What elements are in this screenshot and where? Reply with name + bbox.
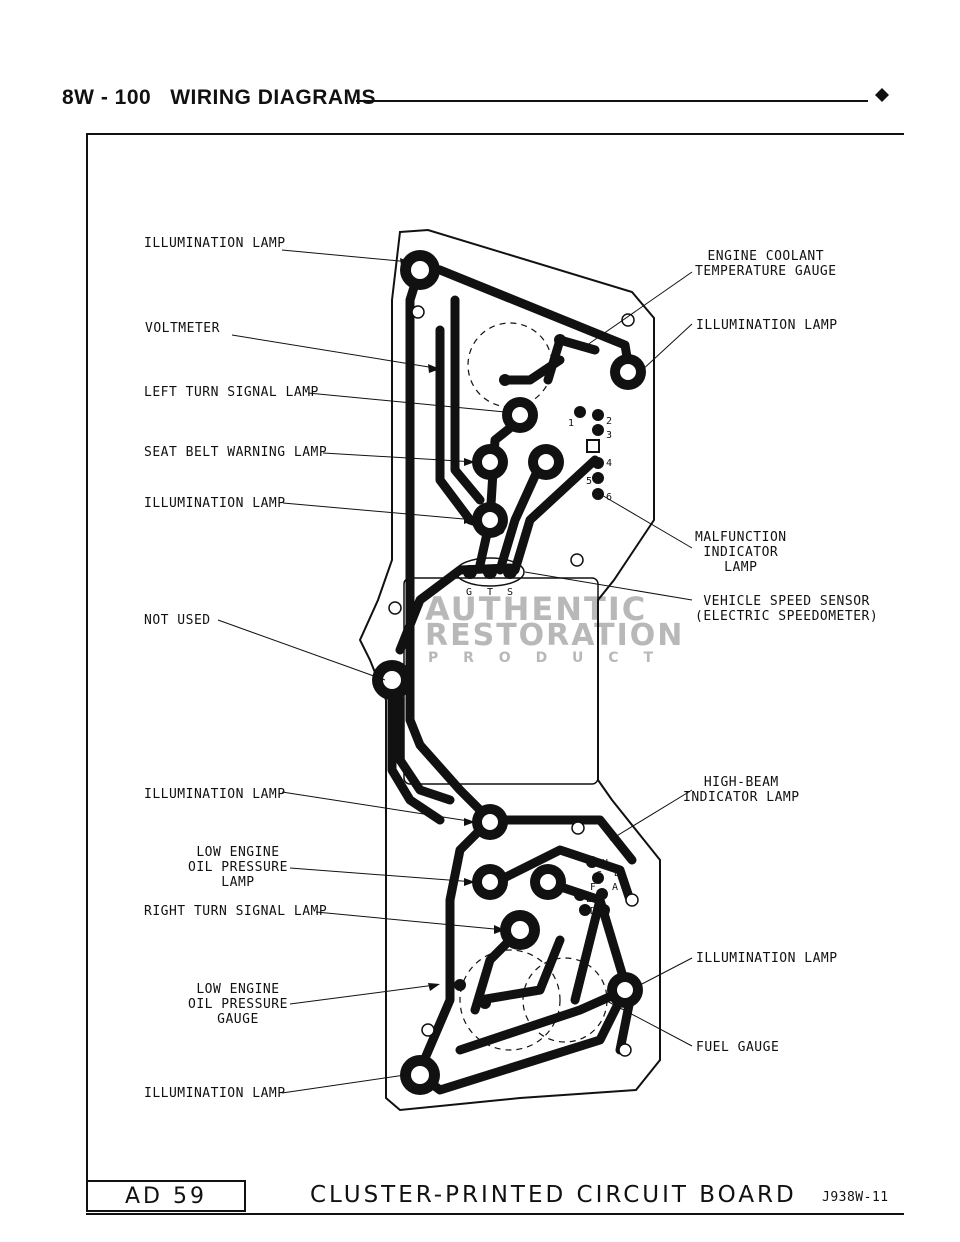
label-vehicle-speed-sensor: VEHICLE SPEED SENSOR (ELECTRIC SPEEDOMET… <box>695 594 879 624</box>
arrowheads <box>400 258 505 991</box>
vss-pin-s: S <box>507 587 514 598</box>
label-engine-coolant-temperature-gauge: ENGINE COOLANT TEMPERATURE GAUGE <box>695 249 837 279</box>
label-voltmeter: VOLTMETER <box>145 321 220 336</box>
label-fuel-gauge: FUEL GAUGE <box>696 1040 780 1055</box>
label-high-beam-indicator-lamp: HIGH-BEAM INDICATOR LAMP <box>683 775 800 805</box>
pin-label-2: 2 <box>606 416 613 427</box>
watermark-line2: RESTORATION <box>425 618 685 653</box>
label-malfunction-indicator-lamp: MALFUNCTION INDICATOR LAMP <box>695 530 787 575</box>
label-seat-belt-warning-lamp: SEAT BELT WARNING LAMP <box>144 445 328 460</box>
label-not-used: NOT USED <box>144 613 211 628</box>
diagram-title: CLUSTER-PRINTED CIRCUIT BOARD <box>310 1182 797 1208</box>
lower-pin-g: G <box>596 870 603 881</box>
watermark-line3: P R O D U C T <box>428 650 663 666</box>
lower-pin-b: B <box>614 868 621 879</box>
lower-pin-d: D <box>590 906 597 917</box>
frame-top-border <box>86 133 904 135</box>
vss-connector <box>455 557 525 587</box>
vss-pin-g: G <box>466 587 473 598</box>
label-illumination-lamp-top: ILLUMINATION LAMP <box>144 236 286 251</box>
section-number: 8W - 100 <box>62 86 152 109</box>
header-rule <box>356 100 868 102</box>
pin-label-1: 1 <box>568 418 575 429</box>
bulb-sockets <box>372 250 646 1095</box>
vss-pin-t: T <box>487 587 494 598</box>
page-reference-box: AD 59 <box>86 1180 246 1212</box>
leader-lines <box>217 249 693 1094</box>
lower-pin-c: C <box>604 906 611 917</box>
label-illumination-lamp-bottom: ILLUMINATION LAMP <box>144 1086 286 1101</box>
watermark-line1: AUTHENTIC <box>425 590 648 628</box>
pin-label-3: 3 <box>606 430 613 441</box>
connector-square <box>586 439 600 453</box>
label-left-turn-signal-lamp: LEFT TURN SIGNAL LAMP <box>144 385 319 400</box>
section-title: WIRING DIAGRAMS <box>170 86 377 109</box>
traces <box>387 263 637 1095</box>
lower-pin-a: A <box>612 882 619 893</box>
label-low-engine-oil-pressure-gauge: LOW ENGINE OIL PRESSURE GAUGE <box>188 982 288 1027</box>
lower-pin-e: E <box>586 894 593 905</box>
diamond-icon <box>875 88 889 102</box>
label-illumination-lamp-right-top: ILLUMINATION LAMP <box>696 318 838 333</box>
label-illumination-lamp-mid: ILLUMINATION LAMP <box>144 496 286 511</box>
mounting-holes <box>388 305 639 1057</box>
lower-pin-h: H <box>602 858 609 869</box>
lower-pin-f: F <box>590 882 597 893</box>
pin-label-5: 5 <box>586 476 593 487</box>
page-header: 8W - 100 WIRING DIAGRAMS <box>62 86 376 110</box>
label-illumination-lamp-right-bottom: ILLUMINATION LAMP <box>696 951 838 966</box>
frame-left-border <box>86 133 88 1183</box>
page-reference: AD 59 <box>125 1183 207 1209</box>
gauge-outlines <box>459 322 608 1051</box>
connector-pads <box>454 334 610 1009</box>
label-illumination-lamp-lower: ILLUMINATION LAMP <box>144 787 286 802</box>
frame-bottom-border <box>86 1213 904 1215</box>
board-outline <box>358 228 661 1112</box>
pin-label-6: 6 <box>606 492 613 503</box>
label-low-engine-oil-pressure-lamp: LOW ENGINE OIL PRESSURE LAMP <box>188 845 288 890</box>
diagram-code: J938W-11 <box>822 1190 889 1205</box>
label-right-turn-signal-lamp: RIGHT TURN SIGNAL LAMP <box>144 904 328 919</box>
pin-label-4: 4 <box>606 458 613 469</box>
